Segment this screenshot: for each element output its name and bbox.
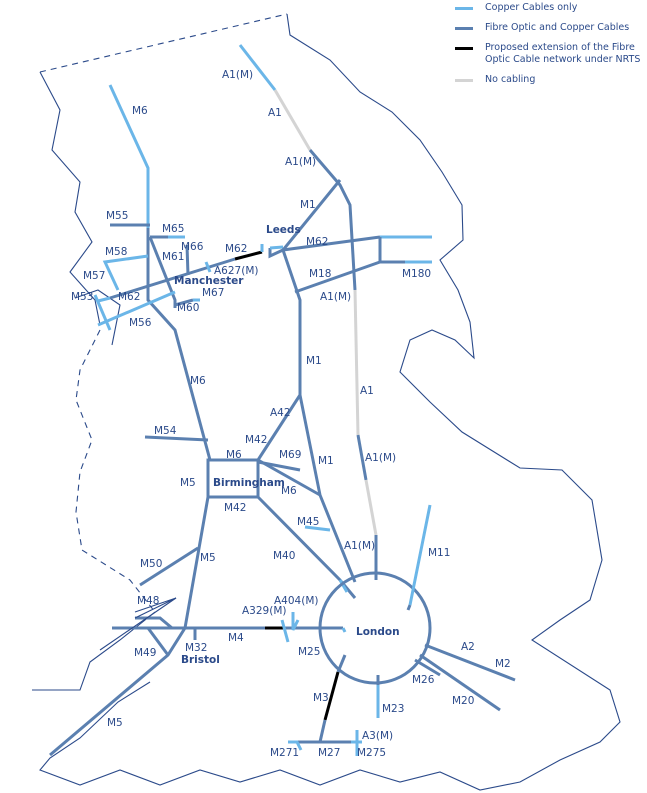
road-label: M32: [185, 642, 207, 654]
road-label: M69: [279, 449, 301, 461]
city-label-manchester: Manchester: [174, 275, 244, 287]
road-label: A2: [461, 641, 475, 653]
road-label: A1: [360, 385, 374, 397]
road-label: A1(M): [365, 452, 396, 464]
road-label: M275: [357, 747, 386, 759]
map-legend: Copper Cables only Fibre Optic and Coppe…: [455, 2, 647, 94]
road-label: A1(M): [222, 69, 253, 81]
road-label: M62: [306, 236, 328, 248]
road-label: M1: [306, 355, 322, 367]
road-label: M25: [298, 646, 320, 658]
legend-swatch: [455, 27, 473, 30]
legend-swatch: [455, 47, 473, 50]
road-label: M50: [140, 558, 162, 570]
road-label: M48: [137, 595, 159, 607]
road-label: M5: [107, 717, 123, 729]
legend-item-proposed: Proposed extension of the Fibre Optic Ca…: [455, 42, 647, 66]
city-label-bristol: Bristol: [181, 654, 220, 666]
road-label: A42: [270, 407, 291, 419]
road-label: M1: [318, 455, 334, 467]
road-label: A404(M): [274, 595, 318, 607]
road-label: M55: [106, 210, 128, 222]
road-label: M4: [228, 632, 244, 644]
road-label: M49: [134, 647, 156, 659]
road-label: M6: [281, 485, 297, 497]
road-label: M53: [71, 291, 93, 303]
road-label: A1(M): [285, 156, 316, 168]
road-label: M6: [132, 105, 148, 117]
road-label: A1(M): [344, 540, 375, 552]
road-label: A329(M): [242, 605, 286, 617]
legend-item-copper: Copper Cables only: [455, 2, 647, 14]
legend-label: Copper Cables only: [485, 2, 578, 13]
road-label: A1(M): [320, 291, 351, 303]
road-label: M1: [300, 199, 316, 211]
road-network: [49, 44, 516, 757]
city-label-birmingham: Birmingham: [213, 477, 285, 489]
city-label-london: London: [356, 626, 400, 638]
road-label: M180: [402, 268, 431, 280]
road-label: M60: [177, 302, 199, 314]
road-label: M20: [452, 695, 474, 707]
road-label: M5: [180, 477, 196, 489]
road-label: M56: [129, 317, 152, 329]
road-label: M6: [226, 449, 242, 461]
legend-label: Proposed extension of the Fibre Optic Ca…: [485, 42, 641, 65]
coastline: [32, 13, 621, 791]
road-label: M26: [412, 674, 435, 686]
legend-label: Fibre Optic and Copper Cables: [485, 22, 630, 33]
road-label: M2: [495, 658, 511, 670]
legend-swatch: [455, 7, 473, 10]
road-label: M6: [190, 375, 206, 387]
legend-label: No cabling: [485, 74, 536, 85]
road-label: M18: [309, 268, 331, 280]
road-label: M62: [118, 291, 140, 303]
road-label: M58: [105, 246, 127, 258]
road-label: M66: [181, 241, 204, 253]
city-label-leeds: Leeds: [266, 224, 301, 236]
road-labels: A1(M) A1 M6 A1(M) M1 M55 M65 Leeds M66 M…: [71, 69, 511, 759]
road-label: M11: [428, 547, 450, 559]
road-label: M27: [318, 747, 340, 759]
road-label: M54: [154, 425, 177, 437]
road-label: A3(M): [362, 730, 393, 742]
road-label: M61: [162, 251, 184, 263]
road-label: M42: [224, 502, 246, 514]
road-label: M5: [200, 552, 216, 564]
legend-item-no-cabling: No cabling: [455, 74, 647, 86]
road-label: M271: [270, 747, 299, 759]
road-label: M40: [273, 550, 295, 562]
legend-swatch: [455, 79, 473, 82]
road-label: A1: [268, 107, 282, 119]
legend-item-fibre: Fibre Optic and Copper Cables: [455, 22, 647, 34]
road-label: A627(M): [214, 265, 258, 277]
road-label: M42: [245, 434, 267, 446]
road-label: M3: [313, 692, 329, 704]
road-label: M45: [297, 516, 319, 528]
road-label: M67: [202, 287, 224, 299]
road-label: M65: [162, 223, 184, 235]
road-label: M62: [225, 243, 247, 255]
road-label: M57: [83, 270, 105, 282]
road-label: M23: [382, 703, 404, 715]
